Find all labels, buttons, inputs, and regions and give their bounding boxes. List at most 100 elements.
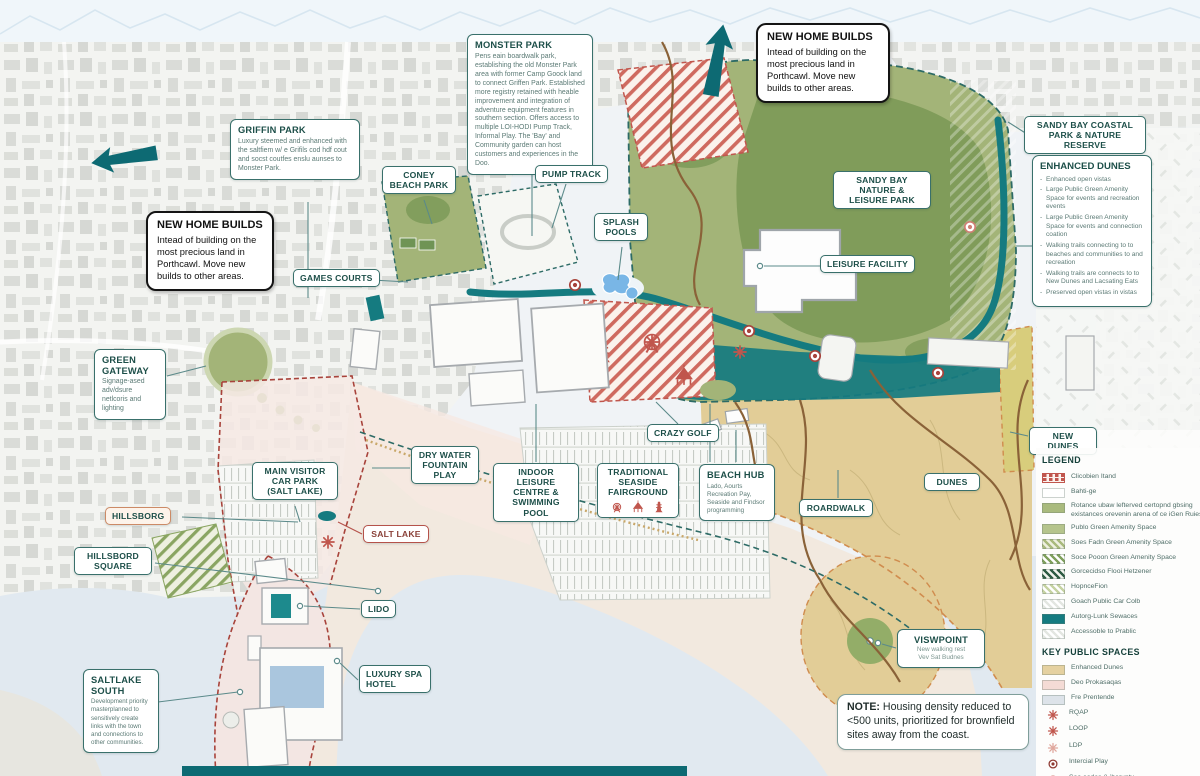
- callout-line1: New walking rest: [916, 645, 966, 653]
- legend-item: Rotance ubaw lefterved certopnd gbsing e…: [1042, 502, 1200, 519]
- swatch-tan: [1042, 664, 1065, 675]
- key-item: Fre Prentende: [1042, 694, 1200, 705]
- label-hillsborg: HILLSBORG: [105, 507, 172, 526]
- label-leisure-facility: LEISURE FACILITY: [820, 255, 916, 274]
- swatch-outline: [1042, 488, 1065, 499]
- asterisk-icon: [1042, 709, 1063, 721]
- bullet: Walking trails connecting to to beaches …: [1040, 242, 1144, 267]
- boardwalk-line: [359, 431, 913, 631]
- callout-title: NEW HOME BUILDS: [157, 219, 263, 231]
- bullet: Preserved open vistas in vistas: [1040, 289, 1144, 298]
- legend-item: Publo Green Amenity Space: [1042, 524, 1200, 535]
- callout-title: NEW HOME BUILDS: [767, 31, 873, 43]
- fairground-icon-row: [604, 500, 672, 514]
- callout-title: BEACH HUB: [707, 470, 765, 480]
- callout-viswpoint: VISWPOINT New walking rest Vev Sat Budne…: [897, 629, 985, 668]
- label-text: TRADITIONAL SEASIDE FAIRGROUND: [607, 467, 669, 498]
- label-main-visitor-car-park: MAIN VISITOR CAR PARK (SALT LAKE): [252, 462, 338, 501]
- label-luxury-spa-hotel: LUXURY SPA HOTEL: [359, 665, 431, 694]
- swatch-olive: [1042, 502, 1065, 513]
- legend-item: Soce Pooon Green Amenity Space: [1042, 554, 1200, 565]
- ferris-wheel-icon: [612, 503, 622, 514]
- legend-item: Accessoble to Prablic: [1042, 628, 1200, 639]
- leader-lines: [154, 121, 1047, 703]
- swatch-olive-light: [1042, 524, 1065, 535]
- pump-track-area: [477, 183, 579, 285]
- callout-title: VISWPOINT: [914, 635, 968, 645]
- bullet: Walking trails are connects to to New Du…: [1040, 270, 1144, 287]
- lido-pool: [271, 594, 291, 618]
- asterisk-icon: [1042, 742, 1063, 754]
- callout-body: Development priority masterplanned to se…: [91, 698, 148, 746]
- urban-area: [0, 42, 762, 600]
- swatch-olive-stripe: [1042, 539, 1065, 550]
- label-traditional-fairground: TRADITIONAL SEASIDE FAIRGROUND: [597, 463, 679, 519]
- legend-item: Bahti-ge: [1042, 488, 1200, 499]
- swatch-gray-stripe: [1042, 598, 1065, 609]
- label-coney-beach-park: CONEY BEACH PARK: [382, 166, 456, 195]
- callout-new-home-builds-top: NEW HOME BUILDS Intead of building on th…: [756, 23, 890, 103]
- key-item: LOOP: [1042, 725, 1200, 737]
- key-item: Deo Prokasaqas: [1042, 679, 1200, 690]
- callout-body: Luxury steemed and enhanced with the sal…: [238, 137, 347, 172]
- panel-enhanced-dunes: ENHANCED DUNES Enhanced open vistas Larg…: [1032, 155, 1152, 308]
- label-roardwalk: ROARDWALK: [799, 499, 873, 518]
- label-indoor-leisure: INDOOR LEISURE CENTRE & SWIMMING POOL: [493, 463, 579, 522]
- callout-body: Lado, Aourts Recreation Pay, Seaside and…: [707, 482, 765, 515]
- callout-title: GRIFFIN PARK: [238, 125, 306, 135]
- note-box: NOTE: Housing density reduced to <500 un…: [837, 694, 1029, 750]
- asterisk-icon: [1042, 725, 1063, 737]
- mountain-silhouette: [0, 7, 1200, 35]
- panel-bullet-list: Enhanced open vistas Large Public Green …: [1040, 176, 1144, 299]
- legend-title: LEGEND: [1042, 455, 1082, 465]
- swatch-darkgreen-hatch: [1042, 568, 1065, 579]
- park-buildings: [817, 334, 1095, 391]
- label-pump-track: PUMP TRACK: [535, 165, 609, 184]
- label-dry-water-fountain: DRY WATER FOUNTAIN PLAY: [411, 446, 479, 485]
- label-dunes: DUNES: [924, 473, 980, 492]
- bullet: Large Public Green Amenity Space for eve…: [1040, 214, 1144, 239]
- callout-griffin-park: GRIFFIN PARK Luxury steemed and enhanced…: [230, 119, 360, 180]
- callout-green-gateway: GREEN GATEWAY Signage-ased adv/dsure net…: [94, 349, 166, 421]
- label-crazy-golf: CRAZY GOLF: [647, 424, 719, 443]
- swatch-teal: [1042, 613, 1065, 624]
- crazy-golf-area: [700, 380, 736, 400]
- bullet: Large Public Green Amenity Space for eve…: [1040, 186, 1144, 211]
- callout-monster-park: MONSTER PARK Pens eain boardwalk park, e…: [467, 34, 593, 176]
- callout-title: SALTLAKE SOUTH: [91, 675, 142, 696]
- legend-item: Autorg-Lunk Sewaces: [1042, 613, 1200, 624]
- callout-body: Intead of building on the most precious …: [767, 47, 867, 94]
- swatch-bluegray: [1042, 694, 1065, 705]
- label-sandy-bay-nature: SANDY BAY NATURE & LEISURE PARK: [833, 171, 931, 210]
- panel-title: ENHANCED DUNES: [1040, 161, 1131, 172]
- legend-item: Soes Fadn Green Amenity Space: [1042, 539, 1200, 550]
- key-item: Intercial Play: [1042, 758, 1200, 770]
- swatch-lightolive-stripe: [1042, 583, 1065, 594]
- legend-item: Clicobien Itand: [1042, 473, 1200, 484]
- callout-beach-hub: BEACH HUB Lado, Aourts Recreation Pay, S…: [699, 464, 775, 522]
- legend-item: Gorcecidso Flooi Hetzener: [1042, 568, 1200, 579]
- legend-item: Goach Public Car Colb: [1042, 598, 1200, 609]
- drop-tower-icon: [655, 502, 663, 513]
- key-public-spaces-title: KEY PUBLIC SPACES: [1042, 646, 1140, 657]
- key-item: RQAP: [1042, 709, 1200, 721]
- leader-dots: [236, 262, 882, 696]
- callout-body: Pens eain boardwalk park, establishing t…: [475, 52, 585, 168]
- callout-title: MONSTER PARK: [475, 40, 553, 50]
- label-hillsbord-square: HILLSBORD SQUARE: [74, 547, 152, 576]
- label-salt-lake: SALT LAKE: [363, 525, 429, 544]
- callout-saltlake-south: SALTLAKE SOUTH Development priority mast…: [83, 669, 159, 753]
- callout-title: GREEN GATEWAY: [102, 355, 149, 376]
- carousel-tent-icon: [632, 500, 644, 514]
- note-body: Housing density reduced to <500 units, p…: [847, 701, 1015, 741]
- label-lido: LIDO: [361, 600, 397, 619]
- target-icon: [1042, 758, 1063, 770]
- callout-body: Intead of building on the most precious …: [157, 235, 257, 282]
- label-splash-pools: SPLASH POOLS: [594, 213, 648, 242]
- swatch-green-stripe: [1042, 554, 1065, 565]
- swatch-gray-stripe: [1042, 628, 1065, 639]
- hillsborg-area: [151, 523, 233, 599]
- callout-line2: Vev Sat Budnes: [918, 653, 964, 661]
